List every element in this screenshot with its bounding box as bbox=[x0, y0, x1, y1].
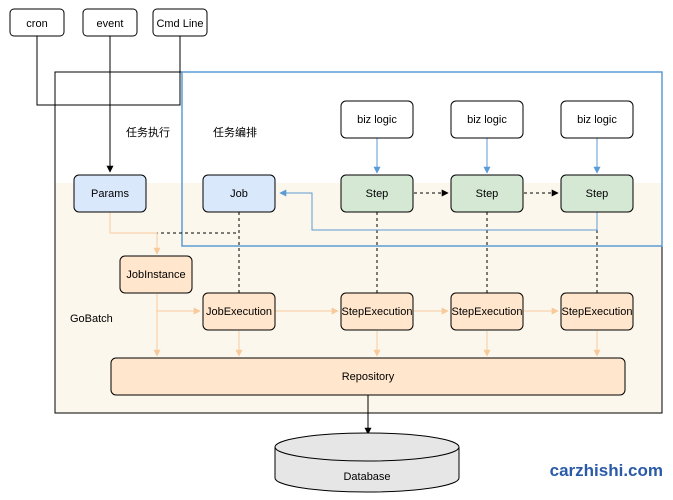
step-execution-node-3: StepExecution bbox=[560, 292, 634, 331]
svg-text:Database: Database bbox=[343, 471, 390, 483]
step-execution-node-1: StepExecution bbox=[340, 292, 414, 331]
biz-logic-2: biz logic bbox=[450, 100, 524, 139]
svg-text:StepExecution: StepExecution bbox=[452, 306, 523, 318]
gobatch-label: GoBatch bbox=[70, 313, 113, 325]
trigger-cmd-line: Cmd Line bbox=[152, 8, 208, 37]
svg-text:StepExecution: StepExecution bbox=[342, 306, 413, 318]
step-node-1: Step bbox=[340, 174, 414, 213]
params-node: Params bbox=[73, 174, 147, 213]
params-to-jobinstance-arrow bbox=[109, 212, 161, 255]
biz-logic-3: biz logic bbox=[560, 100, 634, 139]
step-execution-node-2: StepExecution bbox=[450, 292, 524, 331]
svg-text:Step: Step bbox=[366, 188, 389, 200]
svg-text:event: event bbox=[97, 18, 124, 30]
svg-text:biz logic: biz logic bbox=[357, 114, 397, 126]
svg-text:Step: Step bbox=[586, 188, 609, 200]
blue-links bbox=[279, 138, 601, 231]
svg-text:Params: Params bbox=[91, 188, 129, 200]
svg-text:Job: Job bbox=[230, 188, 248, 200]
steps-to-job-arrow bbox=[279, 189, 598, 231]
job-instance-node: JobInstance bbox=[119, 255, 193, 294]
biz-logic-1: biz logic bbox=[340, 100, 414, 139]
svg-text:Repository: Repository bbox=[342, 371, 395, 383]
step-node-3: Step bbox=[560, 174, 634, 213]
svg-text:biz logic: biz logic bbox=[577, 114, 617, 126]
trigger-event: event bbox=[82, 8, 138, 37]
task-orchestration-label: 任务编排 bbox=[213, 125, 257, 139]
svg-text:biz logic: biz logic bbox=[467, 114, 507, 126]
brand-watermark: carzhishi.com bbox=[550, 461, 663, 480]
orange-links bbox=[109, 212, 601, 357]
database-node: Database bbox=[274, 432, 460, 493]
orchestration-frame bbox=[181, 71, 663, 247]
task-exec-label: 任务执行 bbox=[126, 125, 170, 139]
job-execution-node: JobExecution bbox=[202, 292, 276, 331]
repository-node: Repository bbox=[110, 357, 626, 396]
trigger-connector bbox=[36, 36, 181, 106]
svg-text:JobInstance: JobInstance bbox=[126, 269, 185, 281]
svg-text:JobExecution: JobExecution bbox=[206, 306, 272, 318]
job-node: Job bbox=[202, 174, 276, 213]
trigger-cron: cron bbox=[9, 8, 65, 37]
svg-text:cron: cron bbox=[26, 18, 47, 30]
svg-text:Step: Step bbox=[476, 188, 499, 200]
svg-text:Cmd Line: Cmd Line bbox=[156, 18, 203, 30]
step-node-2: Step bbox=[450, 174, 524, 213]
svg-text:StepExecution: StepExecution bbox=[562, 306, 633, 318]
